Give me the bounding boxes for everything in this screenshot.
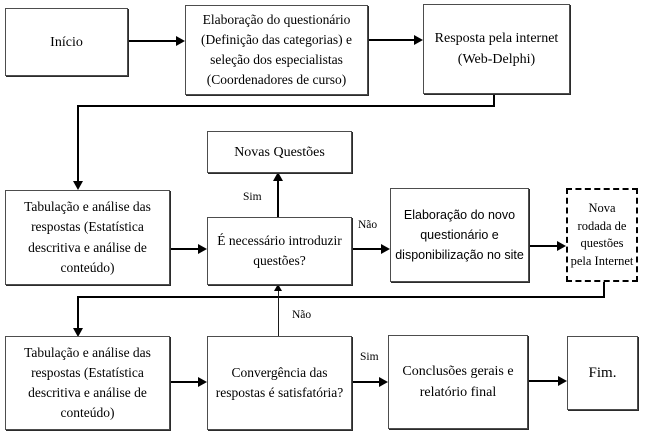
- node-conclusoes: Conclusões gerais e relatório final: [388, 335, 528, 429]
- arrowhead-tabulacao1-necessario: [198, 244, 207, 254]
- node-inicio-label: Início: [50, 34, 83, 50]
- node-resposta-internet-label: Resposta pela internet (Web-Delphi): [434, 31, 559, 67]
- connector-inicio-elaboracao: [128, 40, 178, 42]
- connector-resposta-drop: [493, 94, 495, 107]
- arrowhead-elaboracao-resposta: [414, 35, 423, 45]
- connector-necessario-novas: [277, 180, 279, 217]
- arrowhead-inicio-elaboracao: [176, 36, 185, 46]
- arrowhead-conclusoes-fim: [558, 376, 567, 386]
- arrowhead-convergencia-conclusoes: [379, 377, 388, 387]
- arrowhead-tabulacao2-convergencia: [198, 377, 207, 387]
- connector-resposta-tabulacao1: [77, 105, 79, 183]
- connector-convergencia-necessario: [278, 290, 279, 336]
- connector-novarodada-tabulacao2: [77, 296, 79, 329]
- node-necessario-introduzir-label: É necessário introduzir questões?: [217, 232, 342, 268]
- node-elaboracao-questionario-label: Elaboração do questionário (Definição da…: [200, 11, 353, 88]
- arrowhead-necessario-elaboracaonovo: [381, 244, 390, 254]
- arrowhead-convergencia-necessario: [274, 284, 282, 291]
- node-convergencia: Convergência das respostas é satisfatóri…: [207, 336, 352, 430]
- connector-novarodada-across: [77, 296, 605, 298]
- connector-necessario-elaboracaonovo: [352, 248, 383, 250]
- arrowhead-novarodada-tabulacao2: [73, 328, 83, 337]
- connector-convergencia-conclusoes: [352, 381, 381, 383]
- node-nova-rodada-label: Nova rodada de questões pela Internet: [570, 201, 634, 268]
- edge-label-nao-elaboracaonovo: Não: [358, 219, 378, 231]
- node-fim: Fim.: [567, 336, 638, 410]
- edge-label-sim-novas: Sim: [243, 191, 262, 203]
- connector-novarodada-drop: [603, 282, 605, 298]
- node-conclusoes-label: Conclusões gerais e relatório final: [402, 364, 514, 400]
- arrowhead-necessario-novas: [273, 172, 283, 181]
- node-novas-questoes: Novas Questões: [207, 131, 352, 173]
- connector-elaboracaonovo-novarodada: [529, 245, 559, 247]
- connector-tabulacao2-convergencia: [170, 381, 200, 383]
- arrowhead-resposta-tabulacao1: [73, 181, 83, 190]
- node-fim-label: Fim.: [588, 364, 617, 381]
- node-tabulacao-analise-2: Tabulação e análise das respostas (Estat…: [5, 336, 170, 430]
- node-necessario-introduzir: É necessário introduzir questões?: [207, 217, 352, 285]
- connector-resposta-across: [77, 105, 495, 107]
- connector-elaboracao-resposta: [368, 39, 416, 41]
- edge-label-sim-conclusoes: Sim: [360, 351, 379, 363]
- connector-tabulacao1-necessario: [170, 248, 200, 250]
- node-inicio: Início: [5, 8, 128, 76]
- node-elaboracao-novo-label: Elaboração do novo questionário e dispon…: [395, 208, 524, 262]
- node-elaboracao-novo: Elaboração do novo questionário e dispon…: [390, 188, 529, 282]
- node-nova-rodada: Nova rodada de questões pela Internet: [566, 188, 638, 282]
- connector-conclusoes-fim: [528, 380, 560, 382]
- node-novas-questoes-label: Novas Questões: [234, 144, 325, 160]
- node-resposta-internet: Resposta pela internet (Web-Delphi): [423, 4, 570, 94]
- node-convergencia-label: Convergência das respostas é satisfatóri…: [215, 364, 344, 400]
- node-tabulacao-analise-1-label: Tabulação e análise das respostas (Estat…: [24, 199, 151, 275]
- node-tabulacao-analise-2-label: Tabulação e análise das respostas (Estat…: [24, 344, 151, 421]
- arrowhead-elaboracaonovo-novarodada: [557, 241, 566, 251]
- edge-label-nao-convergencia: Não: [292, 309, 312, 321]
- node-elaboracao-questionario: Elaboração do questionário (Definição da…: [185, 5, 368, 95]
- node-tabulacao-analise-1: Tabulação e análise das respostas (Estat…: [5, 190, 170, 285]
